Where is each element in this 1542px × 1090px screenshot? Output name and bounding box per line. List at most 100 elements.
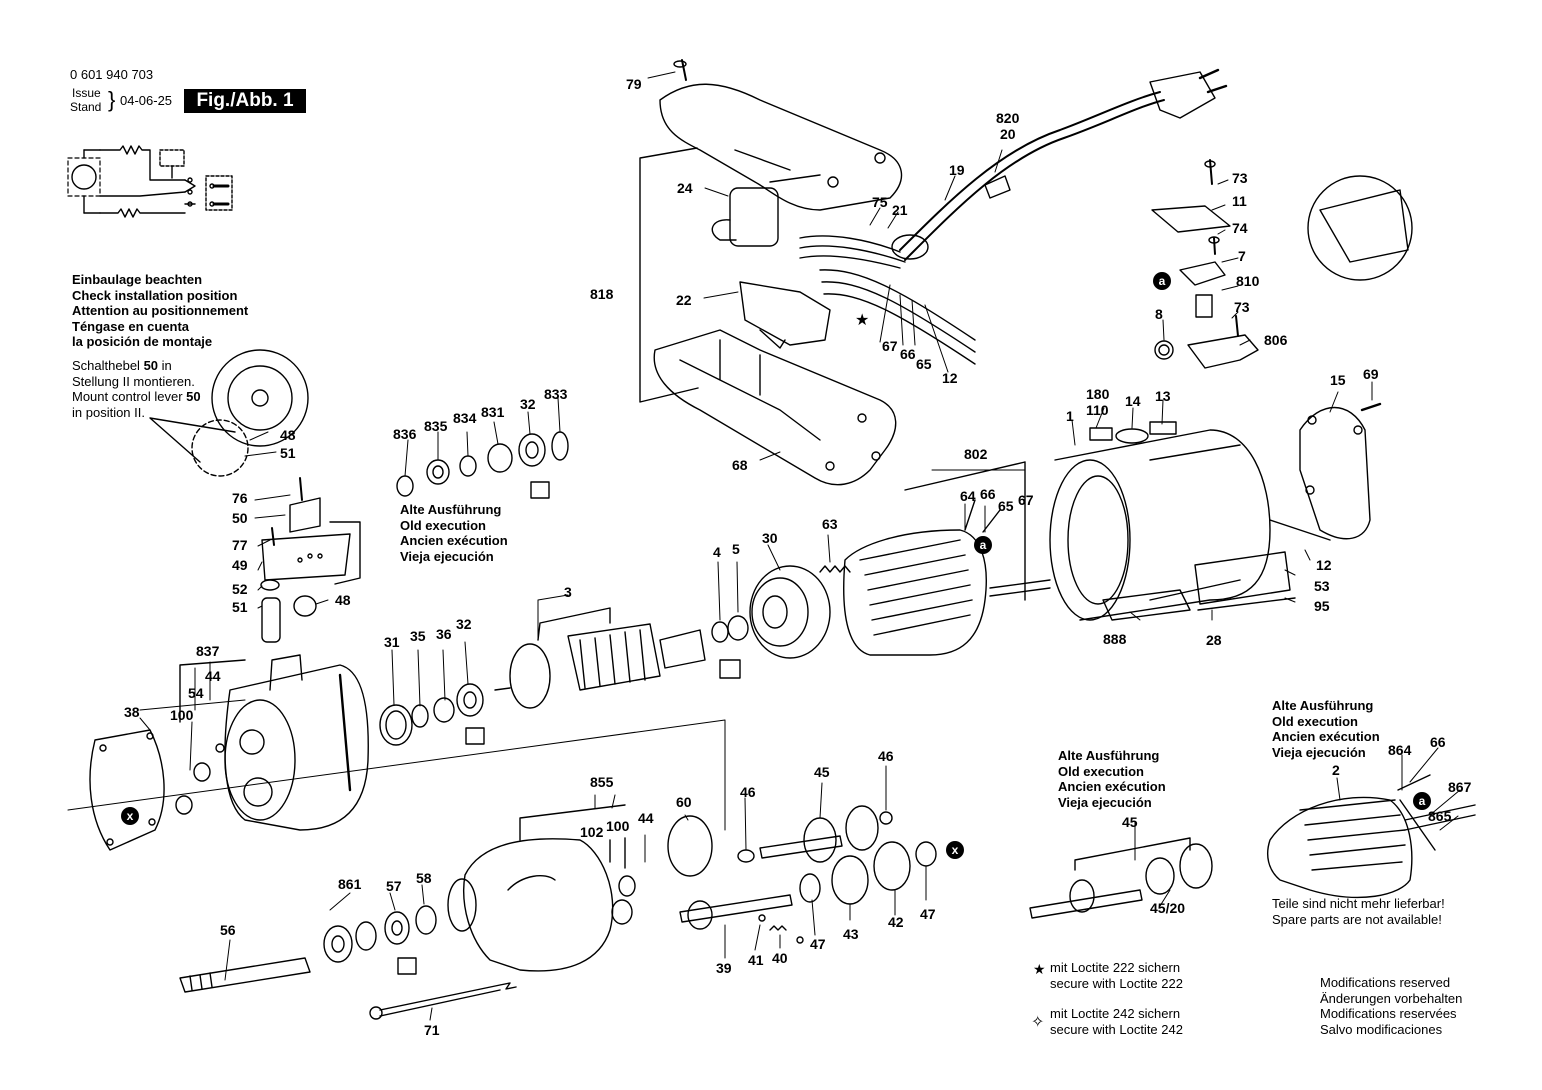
part-number: 865 <box>1428 808 1452 824</box>
part-number: 38 <box>124 704 140 720</box>
part-number: 41 <box>748 952 764 968</box>
part-number: 28 <box>1206 632 1222 648</box>
loctite-242-note: mit Loctite 242 sichern secure with Loct… <box>1050 1006 1183 1037</box>
part-number: 58 <box>416 870 432 886</box>
leader-lines <box>139 71 1461 1021</box>
lever-note-text: in <box>158 358 172 373</box>
install-note-line: Einbaulage beachten <box>72 272 203 287</box>
part-number: 52 <box>232 581 248 597</box>
lever-note-text: Schalthebel <box>72 358 144 373</box>
part-number: 69 <box>1363 366 1379 382</box>
badge-x-1: x <box>121 807 139 825</box>
old-exec-line: Ancien exécution <box>1058 779 1166 794</box>
gear-housing <box>175 654 369 831</box>
not-available-line: Spare parts are not available! <box>1272 911 1442 927</box>
star-icon: ★ <box>855 310 869 329</box>
part-number: 861 <box>338 876 362 892</box>
part-number: 50 <box>232 510 248 526</box>
old-exec-line: Vieja ejecución <box>400 548 494 564</box>
lever-note-text: in position II. <box>72 404 145 420</box>
part-number: 49 <box>232 557 248 573</box>
figure-label: Fig./Abb. 1 <box>184 89 306 113</box>
badge-a-2: a <box>974 536 992 554</box>
part-number: 7 <box>1238 248 1246 264</box>
old-execution-note-3: Alte Ausführung Old execution Ancien exé… <box>1272 698 1380 760</box>
part-number: 63 <box>822 516 838 532</box>
loctite-line: secure with Loctite 222 <box>1050 975 1183 991</box>
part-number: 45 <box>1122 814 1138 830</box>
old-execution-note-2: Alte Ausführung Old execution Ancien exé… <box>1058 748 1166 810</box>
part-number: 51 <box>232 599 248 615</box>
part-number: 820 <box>996 110 1020 126</box>
badge-a-1: a <box>1153 272 1171 290</box>
star-icon: ★ <box>1033 962 1046 978</box>
part-number: 48 <box>335 592 351 608</box>
loctite-222-note: mit Loctite 222 sichern secure with Loct… <box>1050 960 1183 991</box>
part-number: 40 <box>772 950 788 966</box>
part-number: 110 <box>1086 402 1109 418</box>
install-note-line: la posición de montaje <box>72 334 213 349</box>
spring <box>819 565 851 573</box>
part-number: 39 <box>716 960 732 976</box>
part-number: 833 <box>544 386 568 402</box>
install-note-line: Téngase en cuenta <box>72 318 190 334</box>
issue-brace: } <box>108 87 116 112</box>
part-number: 65 <box>998 498 1014 514</box>
capacitor <box>711 187 779 247</box>
old-exec-line: Vieja ejecución <box>1272 744 1366 760</box>
part-number: 3 <box>564 584 572 600</box>
part-number: 75 <box>872 194 888 210</box>
badge-a-text: a <box>1159 274 1166 288</box>
old-exec-line: Ancien exécution <box>1272 729 1380 744</box>
bearing-row <box>379 683 485 746</box>
badge-a-text: a <box>1419 794 1426 808</box>
part-number: 8 <box>1155 306 1163 322</box>
badge-a-3: a <box>1413 792 1431 810</box>
screw-head <box>369 1006 383 1020</box>
badge-a-text: a <box>980 538 987 552</box>
armature <box>494 607 749 709</box>
cable-and-plug <box>799 68 1228 365</box>
part-number: 11 <box>1232 193 1247 209</box>
old-shaft-45 <box>1029 837 1213 919</box>
part-number: 46 <box>878 748 894 764</box>
part-number: 67 <box>1018 492 1034 508</box>
old-exec-line: Alte Ausführung <box>400 502 502 517</box>
old-exec-line: Old execution <box>400 517 486 533</box>
badge-x-text: x <box>127 809 134 823</box>
fan <box>749 565 831 659</box>
old-exec-line: Old execution <box>1058 763 1144 779</box>
part-number: 60 <box>676 794 692 810</box>
doc-number: 0 601 940 703 <box>70 67 154 82</box>
lever-note: Schalthebel 50 in Stellung II montieren.… <box>72 358 201 420</box>
part-number: 834 <box>453 410 477 426</box>
part-number: 1 <box>1066 408 1074 424</box>
loctite-line: secure with Loctite 242 <box>1050 1021 1183 1037</box>
old-exec-line: Alte Ausführung <box>1058 748 1160 763</box>
install-note-line: Attention au positionnement <box>72 303 249 318</box>
part-number: 5 <box>732 541 740 557</box>
part-number: 73 <box>1234 299 1250 315</box>
part-number: 818 <box>590 286 614 302</box>
part-number: 64 <box>960 488 976 504</box>
stand-label: Stand <box>70 100 102 114</box>
part-number: 837 <box>196 643 220 659</box>
part-number: 31 <box>384 634 400 650</box>
install-note-line: Check installation position <box>72 287 238 303</box>
spindle <box>179 905 437 993</box>
badge-x-text: x <box>952 843 959 857</box>
part-number: 14 <box>1125 393 1141 409</box>
part-number: 53 <box>1314 578 1330 594</box>
outline-star-icon: ✧ <box>1031 1012 1044 1031</box>
part-number: 57 <box>386 878 402 894</box>
lever-note-bold: 50 <box>186 389 201 404</box>
part-number: 810 <box>1236 273 1260 289</box>
part-number: 42 <box>888 914 904 930</box>
part-number: 68 <box>732 457 748 473</box>
part-number: 20 <box>1000 126 1016 142</box>
part-number: 79 <box>626 76 642 92</box>
part-number: 46 <box>740 784 756 800</box>
part-number: 44 <box>638 810 654 826</box>
part-number: 888 <box>1103 631 1127 647</box>
